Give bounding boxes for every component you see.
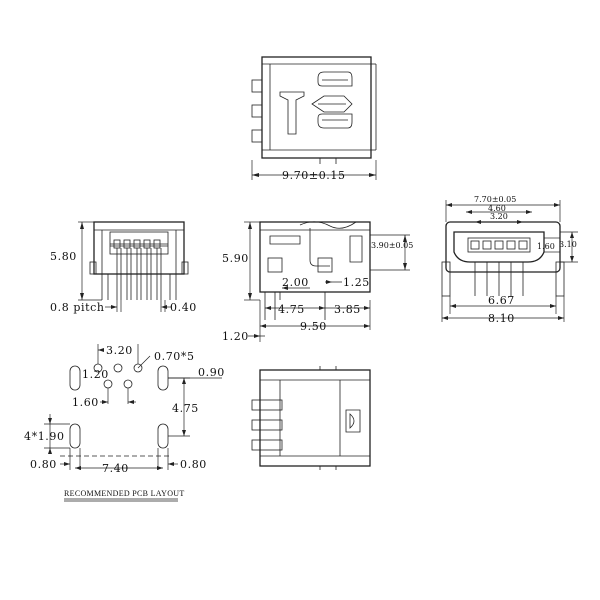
side-view: 5.90 3.90±0.05 2.00 1.25 4.75 3.85 9.50 … — [222, 221, 413, 343]
pcb-dim-080-left: 0.80 — [30, 458, 57, 471]
end-view-dim-310: 3.10 — [559, 240, 577, 249]
side-view-dim-200: 2.00 — [282, 276, 309, 289]
top-view: 9.70±0.15 — [251, 56, 377, 182]
front-view-pin-width-label: 0.40 — [170, 301, 197, 314]
end-view-dim-460: 4.60 — [488, 204, 506, 213]
pcb-layout: 3.20 0.70*5 1.20 0.90 1.60 4.75 4*1.90 — [24, 344, 225, 502]
front-view: 5.80 0.8 pitch 0.40 — [50, 221, 197, 314]
pcb-hole-dim: 0.70*5 — [154, 350, 195, 363]
side-view-dim-950: 9.50 — [300, 320, 327, 333]
end-view-dim-160: 1.60 — [537, 242, 555, 251]
pcb-slot-pad — [157, 423, 169, 449]
pcb-dim-320: 3.20 — [106, 344, 133, 357]
pcb-slot-pad — [69, 423, 81, 449]
side-view-dim-125: 1.25 — [343, 276, 370, 289]
pcb-slot-pad — [69, 365, 81, 391]
pcb-dim-090: 0.90 — [198, 366, 225, 379]
end-view-dim-667: 6.67 — [488, 294, 515, 307]
end-view-dim-320: 3.20 — [490, 212, 508, 221]
pcb-dim-740: 7.40 — [102, 462, 129, 475]
top-view-latch — [279, 91, 305, 135]
side-view-tab-label: 3.90±0.05 — [371, 241, 413, 250]
side-view-height-label: 5.90 — [222, 252, 249, 265]
end-view-dim-810: 8.10 — [488, 312, 515, 325]
pcb-caption: RECOMMENDED PCB LAYOUT — [64, 489, 185, 498]
end-view-receptacle — [453, 231, 545, 263]
bottom-view — [251, 366, 371, 470]
pcb-slot-pad — [157, 365, 169, 391]
pcb-slot-dim: 4*1.90 — [24, 430, 65, 443]
front-view-pitch-label: 0.8 pitch — [50, 301, 105, 314]
top-view-width-label: 9.70±0.15 — [282, 169, 346, 182]
front-view-pins — [113, 239, 162, 300]
front-view-height-label: 5.80 — [50, 250, 77, 263]
top-view-body — [261, 56, 372, 159]
pcb-dim-160: 1.60 — [72, 396, 99, 409]
end-view: 7.70±0.05 4.60 3.20 1.60 3.10 6.67 8.10 — [441, 195, 578, 325]
side-view-dim-120: 1.20 — [222, 330, 249, 343]
side-view-dim-475: 4.75 — [278, 303, 305, 316]
pcb-dim-080-right: 0.80 — [180, 458, 207, 471]
front-view-body — [93, 221, 185, 275]
pcb-dim-475: 4.75 — [172, 402, 199, 415]
pcb-dim-120: 1.20 — [82, 368, 109, 381]
side-view-dim-385: 3.85 — [334, 303, 361, 316]
bottom-view-body — [259, 369, 371, 467]
end-view-outer-width: 7.70±0.05 — [474, 195, 516, 204]
